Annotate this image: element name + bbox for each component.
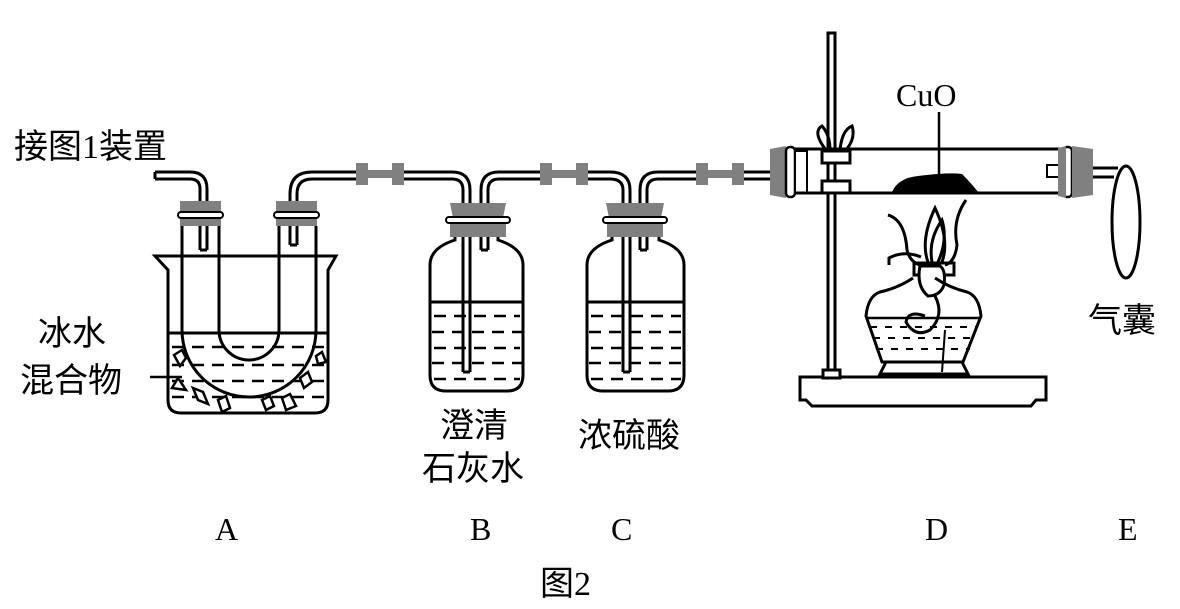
stopper-c: [606, 203, 664, 218]
figure-caption: 图2: [540, 566, 591, 603]
apparatus-d: CuO: [770, 31, 1093, 408]
bottle-c: [585, 237, 686, 393]
stopper-b: [450, 203, 506, 218]
letter-e: E: [1118, 511, 1138, 547]
apparatus-a: 冰水 混合物: [20, 170, 360, 415]
label-mixture: 混合物: [20, 362, 122, 400]
outlet-tube: [288, 170, 360, 245]
inlet-label: 接图1装置: [14, 128, 167, 166]
label-sulfuric-acid: 浓硫酸: [578, 417, 680, 455]
iron-stand-rod: [826, 31, 837, 375]
ice-chunks: [169, 348, 328, 414]
label-gas-bag: 气囊: [1088, 302, 1156, 340]
bottle-b: [428, 237, 525, 393]
connector-bc: [540, 163, 610, 185]
label-clear: 澄清: [440, 407, 508, 445]
apparatus-c: 浓硫酸: [578, 170, 700, 455]
letter-a: A: [215, 511, 238, 547]
cuo-powder: [892, 173, 978, 192]
letter-d: D: [925, 511, 948, 547]
gas-bag: [1110, 164, 1142, 280]
u-tube: [180, 226, 318, 399]
apparatus-e: 气囊: [1088, 164, 1156, 340]
label-ice-water: 冰水: [38, 315, 106, 353]
connector-cd: [696, 163, 772, 185]
label-cuo: CuO: [896, 77, 956, 113]
alcohol-lamp: [864, 199, 983, 376]
iron-stand-base: [798, 375, 1048, 408]
letter-b: B: [470, 511, 491, 547]
inlet-tube: [155, 170, 209, 250]
apparatus-b: 澄清 石灰水: [422, 170, 540, 488]
beaker: [151, 254, 339, 415]
letter-c: C: [611, 511, 632, 547]
label-limewater: 石灰水: [422, 450, 524, 488]
connector-ab: [356, 163, 452, 185]
